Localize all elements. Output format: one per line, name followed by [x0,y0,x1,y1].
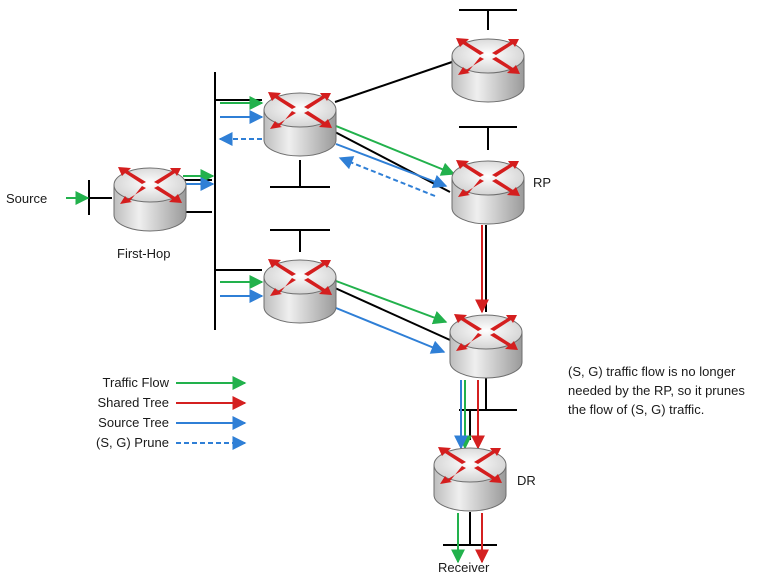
router-icon [449,313,523,379]
rp-label: RP [533,175,551,190]
router-lower-middle [263,258,337,324]
legend: Traffic Flow Shared Tree Source Tree (S,… [96,375,247,450]
router-icon [263,91,337,157]
traffic-flow-arrows [66,96,472,564]
source-tree-arrows [183,110,468,450]
legend-label: Shared Tree [97,395,169,410]
router-icon [263,258,337,324]
router-icon [433,446,507,512]
router-upper-middle [263,91,337,157]
router-icon [451,37,525,103]
legend-item-shared-tree: Shared Tree [97,395,247,410]
first-hop-label: First-Hop [117,246,170,261]
legend-label: Traffic Flow [103,375,170,390]
sg-prune-arrows [218,132,436,197]
router-icon [113,166,187,232]
shared-tree-arrows [471,225,489,564]
dr-label: DR [517,473,536,488]
legend-item-traffic-flow: Traffic Flow [103,375,247,390]
source-label: Source [6,191,47,206]
legend-item-source-tree: Source Tree [98,415,247,430]
router-rp [451,159,525,225]
router-middle-right [449,313,523,379]
router-top-right [451,37,525,103]
receiver-label: Receiver [438,560,490,575]
router-icon [451,159,525,225]
legend-item-sg-prune: (S, G) Prune [96,435,247,450]
legend-label: Source Tree [98,415,169,430]
legend-label: (S, G) Prune [96,435,169,450]
router-dr [433,446,507,512]
router-first-hop [113,166,187,232]
annotation-note: (S, G) traffic flow is no longer needed … [568,364,745,417]
